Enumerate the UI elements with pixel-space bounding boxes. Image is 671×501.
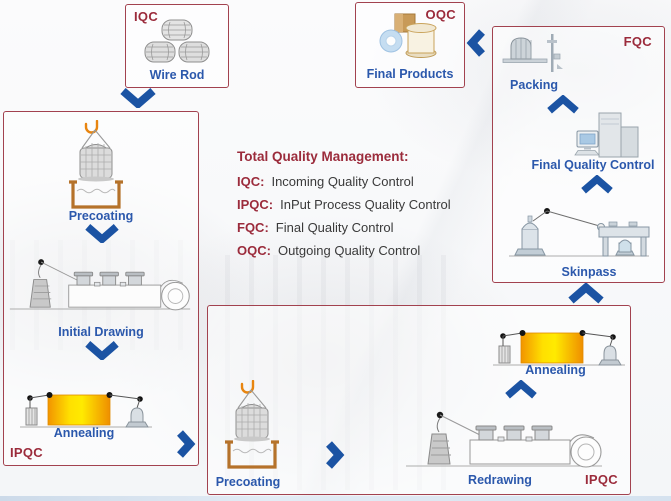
flow-arrow-right-icon (325, 440, 345, 470)
legend-definition: Final Quality Control (275, 220, 394, 235)
oqc-box: OQC Final Products (355, 2, 465, 88)
ipqc-left-tag: IPQC (10, 445, 43, 460)
flow-arrow-down-icon (84, 224, 120, 245)
legend-definition: Outgoing Quality Control (277, 243, 421, 258)
flow-arrow-down-icon (119, 87, 157, 110)
packing-label: Packing (510, 78, 558, 92)
legend-definition: InPut Process Quality Control (280, 197, 451, 212)
packing-icon (501, 32, 565, 74)
initial-drawing-label: Initial Drawing (58, 325, 144, 339)
flow-arrow-down-icon (84, 341, 120, 362)
annealing-icon (490, 320, 628, 370)
flow-arrow-up-icon (580, 174, 614, 194)
redrawing-icon (402, 410, 606, 472)
annealing-icon (16, 382, 156, 432)
legend-abbr: IPQC: (237, 197, 274, 212)
legend-entry-ipqc: IPQC: InPut Process Quality Control (237, 193, 487, 216)
ipqc-bottom-box: Precoating (207, 305, 631, 495)
ipqc-left-box: Precoating (3, 111, 199, 466)
legend-entry-oqc: OQC: Outgoing Quality Control (237, 239, 487, 262)
final-products-icon (379, 13, 441, 61)
flow-arrow-up-icon (504, 379, 538, 399)
fqc-box: FQC Packing Fina (492, 26, 665, 283)
skinpass-label: Skinpass (561, 265, 617, 279)
precoating-icon (220, 379, 284, 472)
flow-arrow-up-icon (567, 282, 605, 304)
legend-title: Total Quality Management: (237, 149, 409, 164)
flow-arrow-up-icon (546, 94, 580, 114)
iqc-box: IQC Wire Rod (125, 4, 229, 88)
legend-abbr: OQC: (237, 243, 271, 258)
legend-entry-fqc: FQC: Final Quality Control (237, 216, 487, 239)
precoating-label: Precoating (215, 475, 281, 489)
annealing-label: Annealing (53, 426, 115, 440)
fqc-tag: FQC (623, 34, 652, 49)
wire-rod-icon (144, 18, 210, 64)
final-quality-control-icon (571, 111, 647, 159)
annealing-label: Annealing (525, 363, 586, 377)
redrawing-label: Redrawing (468, 473, 532, 487)
legend-abbr: FQC: (237, 220, 269, 235)
legend-abbr: IQC: (237, 174, 265, 189)
oqc-tag: OQC (425, 7, 456, 22)
legend-entry-iqc: IQC: Incoming Quality Control (237, 170, 487, 193)
flow-arrow-right-icon (176, 429, 196, 459)
wire-rod-label: Wire Rod (149, 68, 205, 82)
final-products-label: Final Products (366, 67, 454, 81)
legend: Total Quality Management: IQC: Incoming Q… (237, 145, 487, 262)
legend-definition: Incoming Quality Control (271, 174, 414, 189)
initial-drawing-icon (8, 254, 192, 318)
skinpass-icon (503, 203, 655, 261)
precoating-icon (64, 119, 128, 212)
ipqc-bottom-tag: IPQC (585, 472, 618, 487)
precoating-label: Precoating (68, 209, 134, 223)
iqc-tag: IQC (134, 9, 159, 24)
final-quality-control-label: Final Quality Control (531, 158, 655, 172)
bottom-edge-strip (0, 496, 671, 501)
flow-arrow-left-icon (466, 28, 486, 58)
